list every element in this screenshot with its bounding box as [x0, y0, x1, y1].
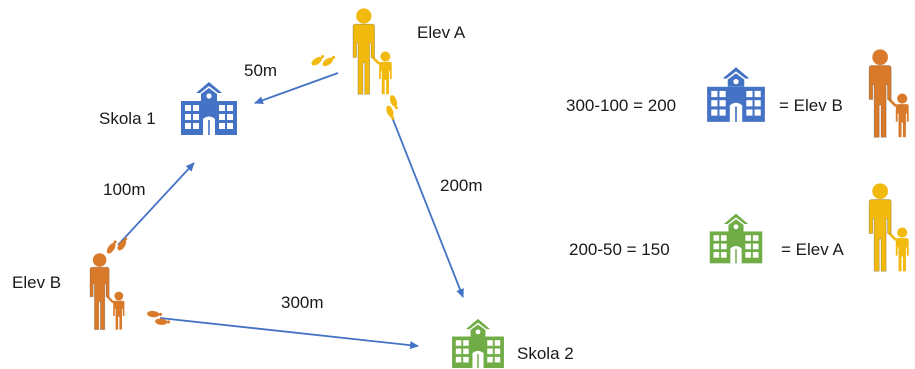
arrow-elev-b-to-skola-2	[159, 317, 419, 350]
equation-1-left: 300-100 = 200	[566, 96, 677, 115]
distance-a-skola-2: 200m	[440, 176, 483, 195]
footprints-icon	[309, 48, 337, 73]
school-building-icon	[707, 67, 765, 122]
skola-2-label: Skola 2	[517, 344, 574, 363]
parent-child-icon	[868, 182, 910, 272]
elev-a-label: Elev A	[417, 23, 466, 42]
equation-1-right: = Elev B	[779, 96, 843, 115]
arrow-elev-b-to-skola-1	[117, 162, 195, 246]
footprints-icon	[381, 94, 403, 121]
distance-b-skola-2: 300m	[281, 293, 324, 312]
school-building-icon	[709, 213, 763, 264]
parent-child-icon	[868, 48, 910, 138]
equation-2-left: 200-50 = 150	[569, 240, 670, 259]
school-building-icon	[452, 318, 504, 368]
arrow-elev-a-to-skola-1	[254, 72, 339, 105]
parent-child-icon	[89, 252, 125, 331]
distance-a-skola-1: 50m	[244, 61, 278, 80]
parent-child-icon	[352, 7, 393, 95]
arrow-elev-a-to-skola-2	[391, 116, 464, 298]
elev-b-label: Elev B	[12, 273, 62, 292]
skola-1-label: Skola 1	[99, 109, 156, 128]
equation-2-right: = Elev A	[781, 240, 844, 259]
distance-b-skola-1: 100m	[103, 180, 146, 199]
school-building-icon	[181, 82, 237, 135]
